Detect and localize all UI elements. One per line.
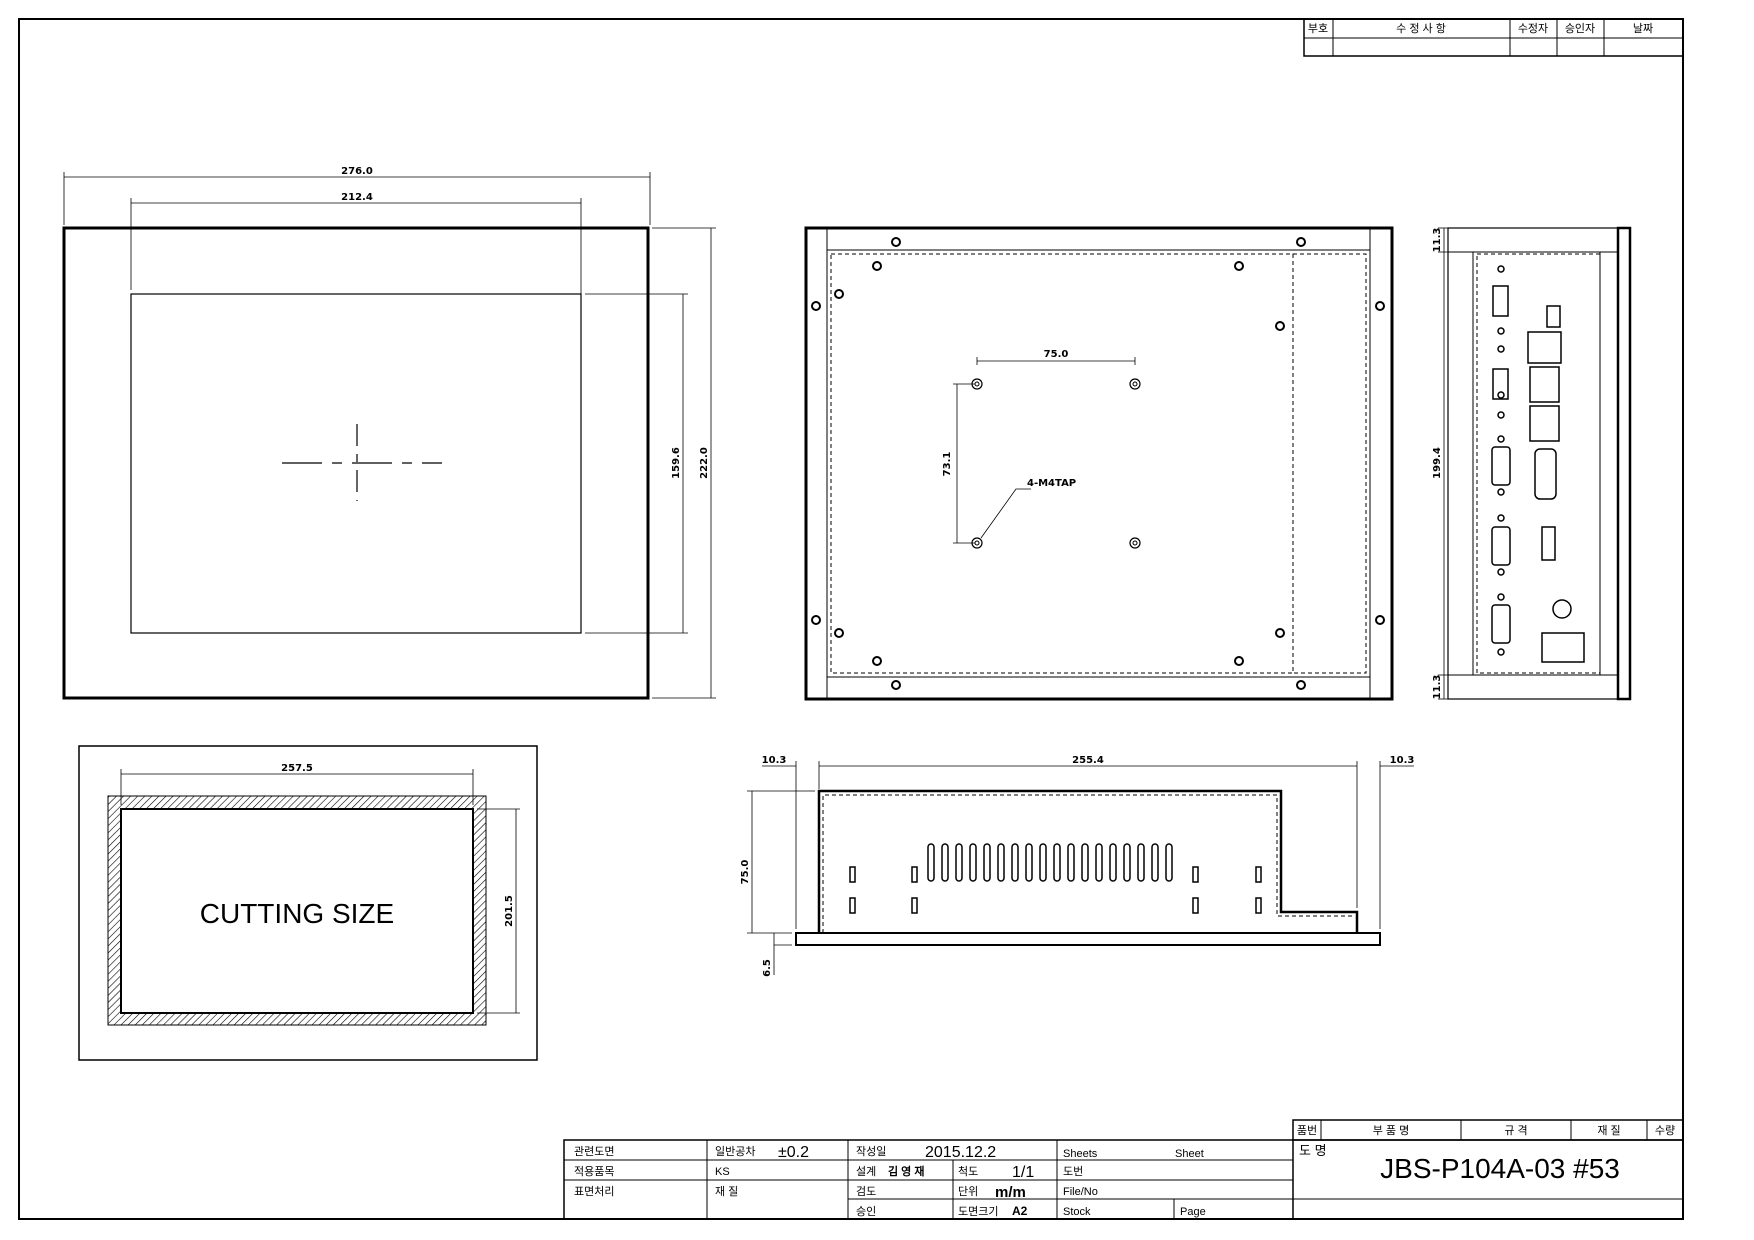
tap-label: 4-M4TAP xyxy=(1027,478,1076,489)
revision-header-date: 날짜 xyxy=(1633,22,1653,35)
sheet-border xyxy=(18,18,1684,1220)
tb-applied-product-label: 적용품목 xyxy=(574,1165,614,1178)
tb-page-label: Page xyxy=(1180,1206,1206,1218)
tb-created-value: 2015.12.2 xyxy=(925,1144,996,1161)
vent-slots xyxy=(849,843,1262,914)
tb-stock-label: Stock xyxy=(1063,1206,1091,1218)
tb-applied-product-value: KS xyxy=(715,1166,730,1178)
revision-header-desc: 수 정 사 항 xyxy=(1396,22,1446,35)
rear-view xyxy=(804,226,1394,701)
parts-header-qty: 수량 xyxy=(1655,1124,1675,1137)
bottom-lip xyxy=(795,932,1381,946)
tb-sheet-label: Sheet xyxy=(1175,1148,1204,1160)
dim-bottom-depth: 75.0 xyxy=(740,860,751,885)
dim-bottom-lip: 6.5 xyxy=(762,959,773,977)
tb-related-drawing-label: 관련도면 xyxy=(574,1145,614,1158)
dim-side-height: 199.4 xyxy=(1432,447,1443,479)
tb-surface-label: 표면처리 xyxy=(574,1185,614,1198)
rear-inner-frame xyxy=(826,249,1371,678)
tb-material-label: 재 질 xyxy=(715,1185,738,1198)
dim-cutout-height: 201.5 xyxy=(504,895,515,927)
parts-header-material: 재 질 xyxy=(1597,1124,1620,1137)
tb-drawing-no-label: 도번 xyxy=(1063,1165,1083,1178)
tb-unit-value: m/m xyxy=(995,1184,1026,1201)
cutout-opening xyxy=(120,808,474,1014)
tb-design-label: 설계 xyxy=(856,1165,876,1178)
front-bezel xyxy=(62,226,650,700)
dim-front-inner-height: 159.6 xyxy=(671,447,682,479)
dim-bottom-left: 10.3 xyxy=(762,755,787,766)
dim-bottom-length: 255.4 xyxy=(1072,755,1104,766)
tb-review-label: 검도 xyxy=(856,1185,876,1198)
tb-paper-size-value: A2 xyxy=(1012,1204,1028,1218)
parts-list-header xyxy=(1292,1119,1684,1141)
rear-screw-holes xyxy=(811,237,1385,690)
rear-plate xyxy=(830,253,1294,674)
revision-header-approver: 승인자 xyxy=(1565,22,1595,35)
tb-drawing-name-value: JBS-P104A-03 #53 xyxy=(1380,1153,1620,1184)
tb-tolerance-label: 일반공차 xyxy=(715,1144,755,1158)
dim-front-width: 276.0 xyxy=(341,166,373,177)
dim-side-bottom: 11.3 xyxy=(1432,675,1443,700)
rear-outer xyxy=(804,226,1394,701)
dim-bottom-right: 10.3 xyxy=(1390,755,1415,766)
cutout-frame xyxy=(78,745,538,1061)
title-block xyxy=(563,1139,1684,1220)
parts-header-name: 부 품 명 xyxy=(1373,1124,1409,1137)
revision-table: 부호 수 정 사 항 수정자 승인자 날짜 xyxy=(1303,18,1684,57)
tb-file-no-label: File/No xyxy=(1063,1186,1098,1198)
tb-scale-label: 척도 xyxy=(958,1165,978,1178)
parts-header-spec: 규 격 xyxy=(1504,1124,1527,1137)
tb-paper-size-label: 도면크기 xyxy=(958,1205,998,1218)
parts-header-item-no: 품번 xyxy=(1297,1124,1317,1137)
tb-scale-value: 1/1 xyxy=(1012,1164,1034,1181)
cutout-view xyxy=(78,745,538,1061)
vesa-holes xyxy=(971,378,1141,549)
dim-front-inner-width: 212.4 xyxy=(341,192,373,203)
side-connectors xyxy=(1491,265,1585,663)
tb-created-label: 작성일 xyxy=(856,1144,886,1158)
dim-side-top: 11.3 xyxy=(1432,228,1443,253)
tb-tolerance-value: ±0.2 xyxy=(778,1144,809,1161)
rear-side-bay xyxy=(1292,253,1367,674)
bottom-view xyxy=(747,761,1414,975)
tb-unit-label: 단위 xyxy=(958,1185,978,1198)
dim-cutout-width: 257.5 xyxy=(281,763,313,774)
tb-sheets-label: Sheets xyxy=(1063,1148,1098,1160)
dim-vesa-vertical: 73.1 xyxy=(942,452,953,477)
revision-header-no: 부호 xyxy=(1308,22,1328,35)
tb-design-value: 김 영 재 xyxy=(888,1164,924,1178)
dim-vesa-horizontal: 75.0 xyxy=(1044,349,1069,360)
dim-front-height: 222.0 xyxy=(699,447,710,479)
tb-drawing-name-label: 도 명 xyxy=(1299,1143,1327,1158)
revision-header-editor: 수정자 xyxy=(1518,22,1548,35)
side-view xyxy=(1438,226,1632,701)
front-view xyxy=(62,172,716,700)
cutout-label: CUTTING SIZE xyxy=(200,898,394,929)
tb-approve-label: 승인 xyxy=(856,1205,876,1218)
